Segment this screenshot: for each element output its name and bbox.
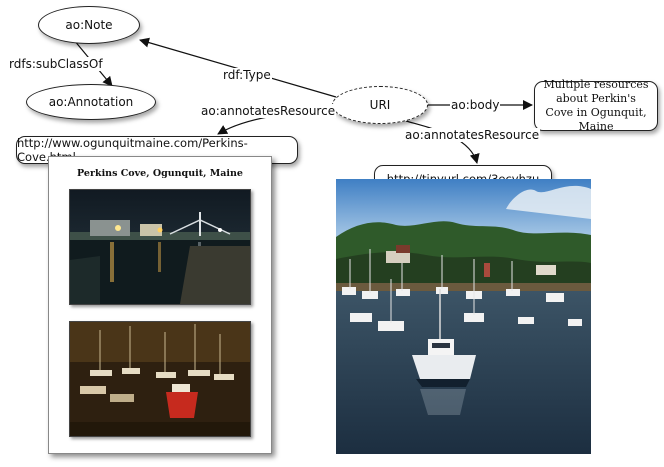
webpage-title: Perkins Cove, Ogunquit, Maine [77, 168, 243, 179]
node-ao-annotation-label: ao:Annotation [48, 95, 134, 109]
node-ao-note-label: ao:Note [65, 18, 113, 32]
perkins-cove-photo [336, 179, 591, 454]
edge-label-annotates-resource-1: ao:annotatesResource [200, 104, 337, 118]
node-ao-annotation: ao:Annotation [26, 84, 156, 120]
node-ao-note: ao:Note [38, 6, 140, 44]
node-uri: URI [332, 86, 428, 124]
node-multiple-resources-label: Multiple resources about Perkin's Cove i… [543, 78, 649, 133]
edge-label-subclassof: rdfs:subClassOf [8, 57, 104, 71]
night-cove-photo [69, 189, 251, 305]
edge-label-ao-body: ao:body [450, 98, 501, 112]
node-multiple-resources: Multiple resources about Perkin's Cove i… [534, 78, 658, 133]
sunset-harbor-photo [69, 321, 251, 437]
node-uri-label: URI [369, 98, 391, 112]
webpage-thumbnail: Perkins Cove, Ogunquit, Maine [48, 156, 272, 454]
edge-label-rdf-type: rdf:Type [222, 68, 272, 82]
edge-label-annotates-resource-2: ao:annotatesResource [404, 128, 541, 142]
